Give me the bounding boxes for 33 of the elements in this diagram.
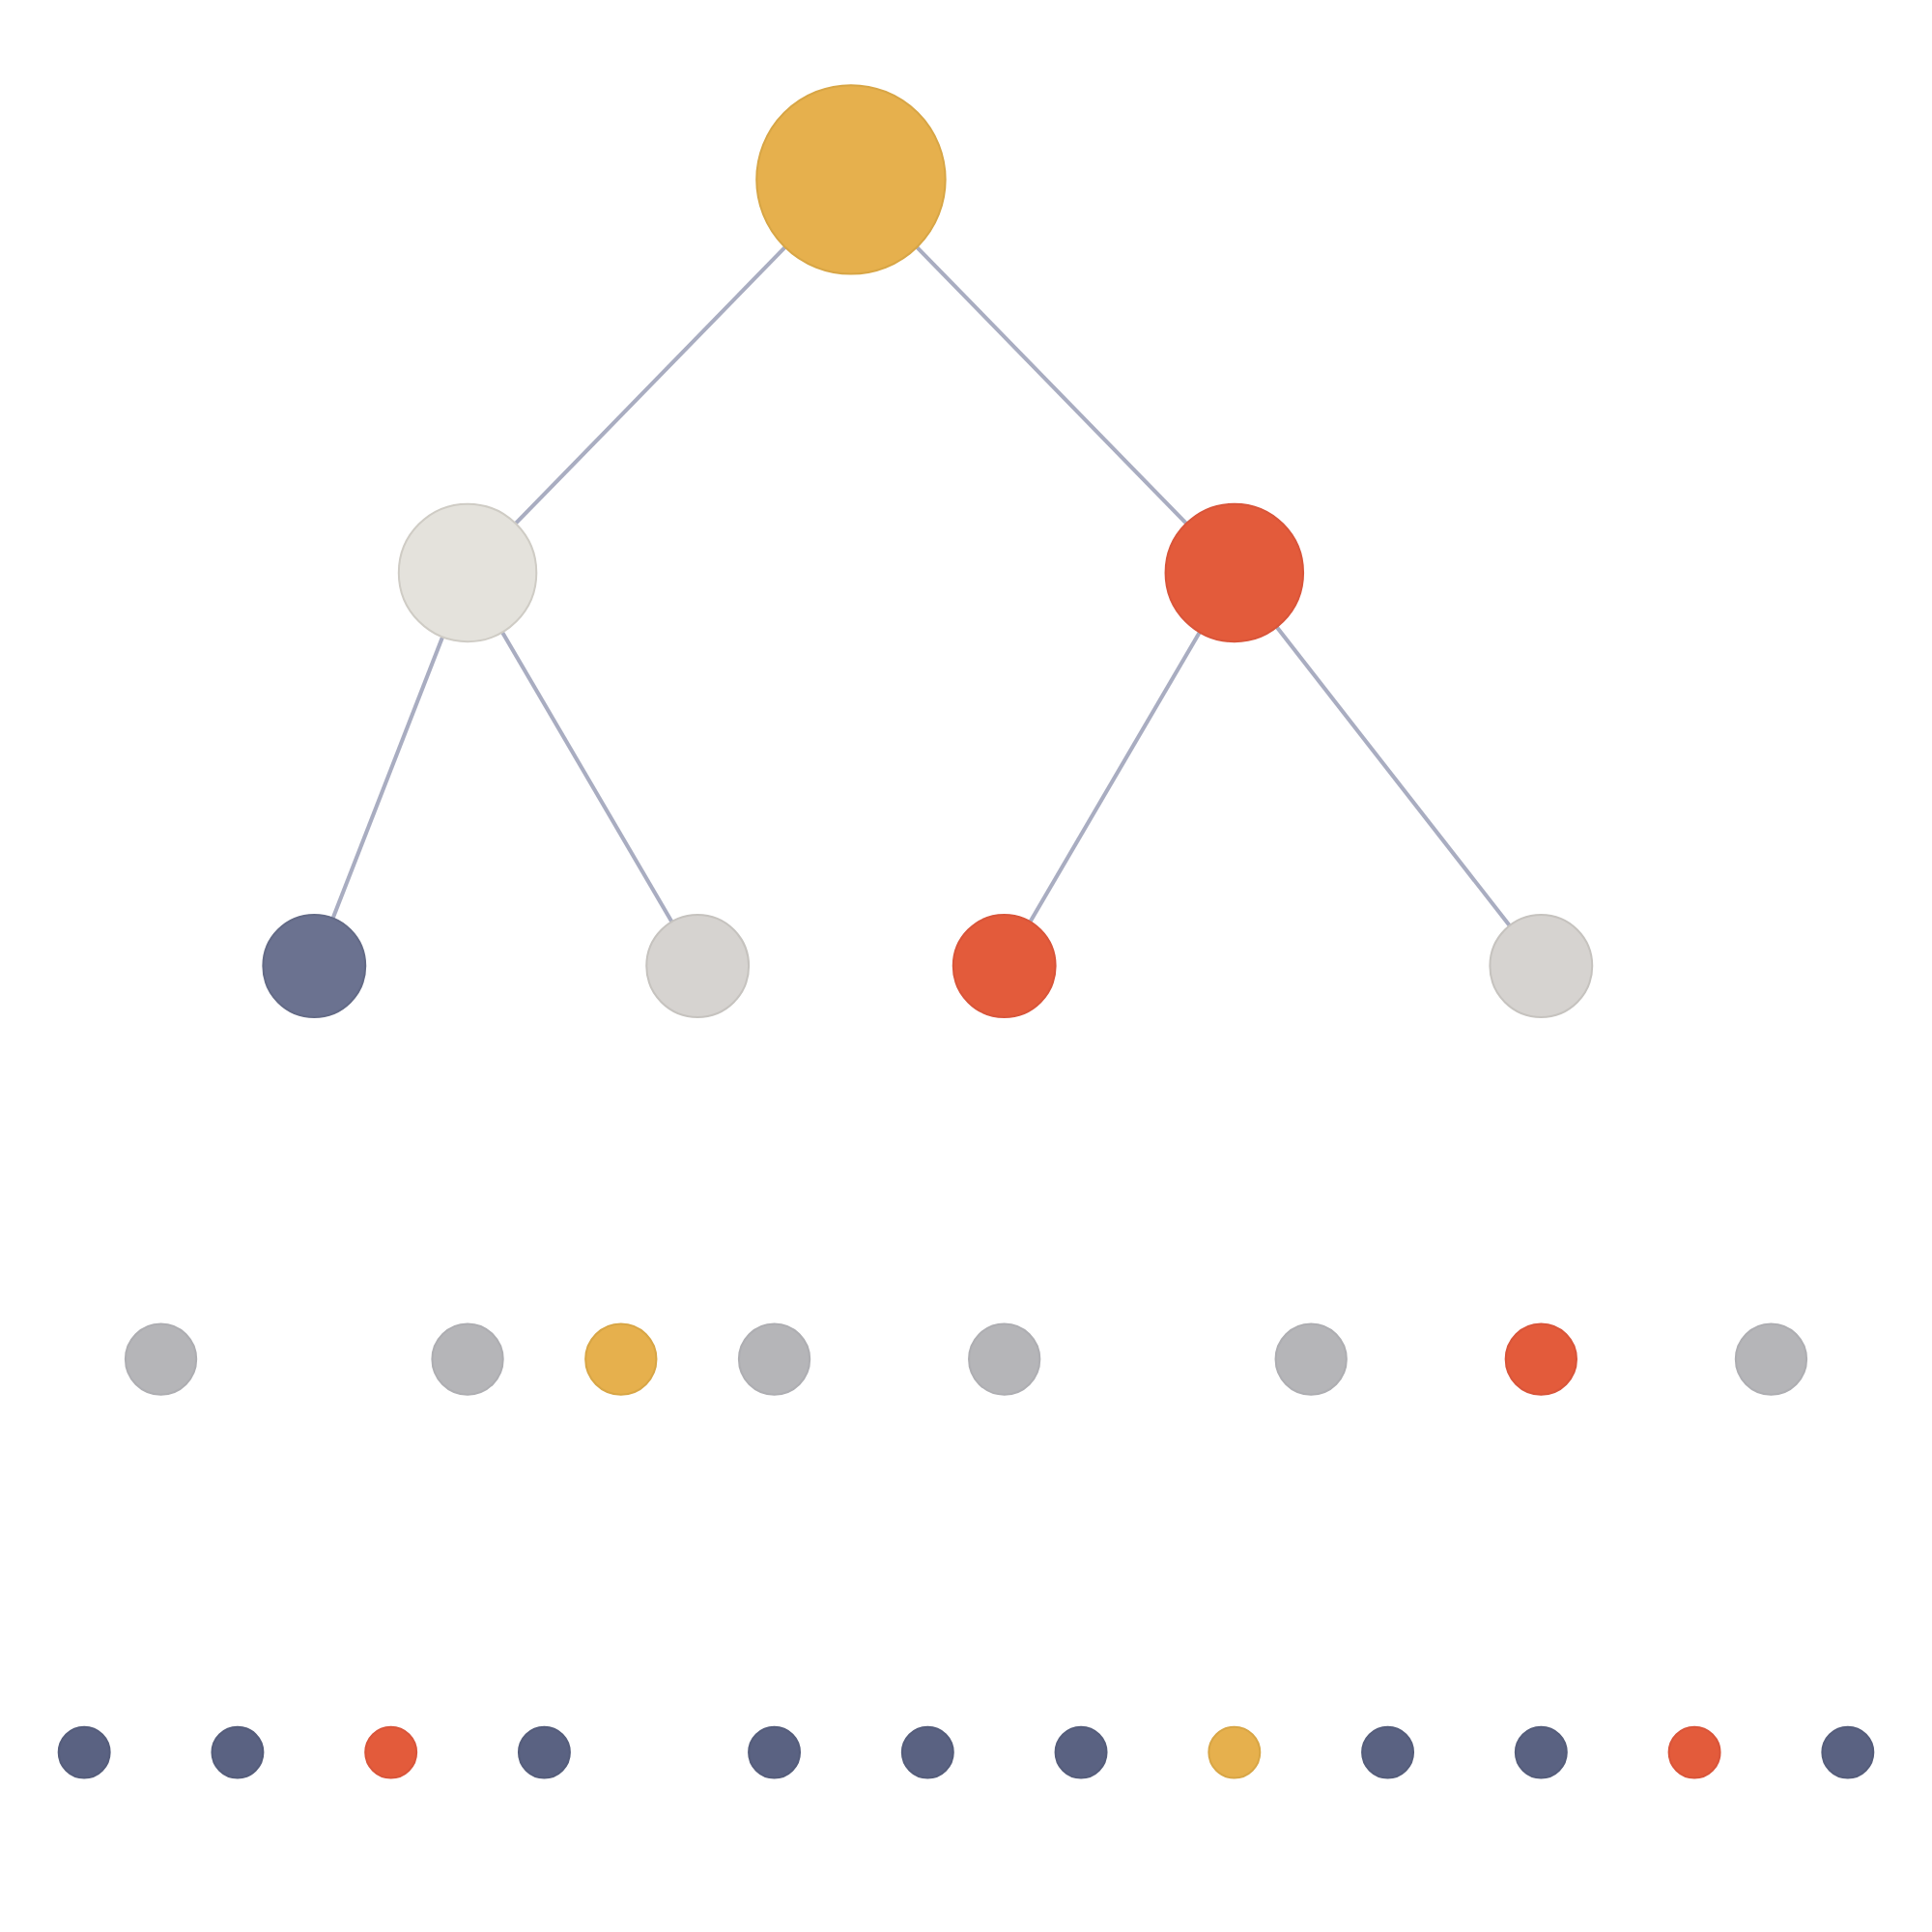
node-circle xyxy=(1054,1725,1108,1779)
connector xyxy=(514,245,787,526)
node-circle xyxy=(755,84,947,275)
connector xyxy=(330,636,445,920)
node-circle xyxy=(517,1725,571,1779)
node-circle xyxy=(1208,1725,1262,1779)
node-circle xyxy=(262,914,367,1018)
node-circle xyxy=(57,1725,111,1779)
node-circle xyxy=(1361,1725,1415,1779)
node-circle xyxy=(1821,1725,1875,1779)
node-circle xyxy=(211,1725,265,1779)
node-circle xyxy=(1667,1725,1721,1779)
node-circle xyxy=(1504,1322,1577,1396)
connector xyxy=(915,245,1188,526)
node-circle xyxy=(1734,1322,1808,1396)
node-circle xyxy=(397,502,538,643)
connector xyxy=(500,631,674,923)
node-circle xyxy=(645,914,751,1018)
connector xyxy=(1028,631,1202,923)
node-circle xyxy=(431,1322,504,1396)
node-circle xyxy=(900,1725,954,1779)
node-circle xyxy=(968,1322,1041,1396)
node-circle xyxy=(1164,502,1305,643)
node-circle xyxy=(737,1322,811,1396)
node-circle xyxy=(1514,1725,1568,1779)
node-circle xyxy=(1489,914,1594,1018)
node-circle xyxy=(584,1322,658,1396)
connector xyxy=(1275,625,1512,927)
node-circle xyxy=(364,1725,418,1779)
node-circle xyxy=(124,1322,198,1396)
node-circle xyxy=(748,1725,802,1779)
node-circle xyxy=(952,914,1057,1018)
node-circle xyxy=(1274,1322,1348,1396)
